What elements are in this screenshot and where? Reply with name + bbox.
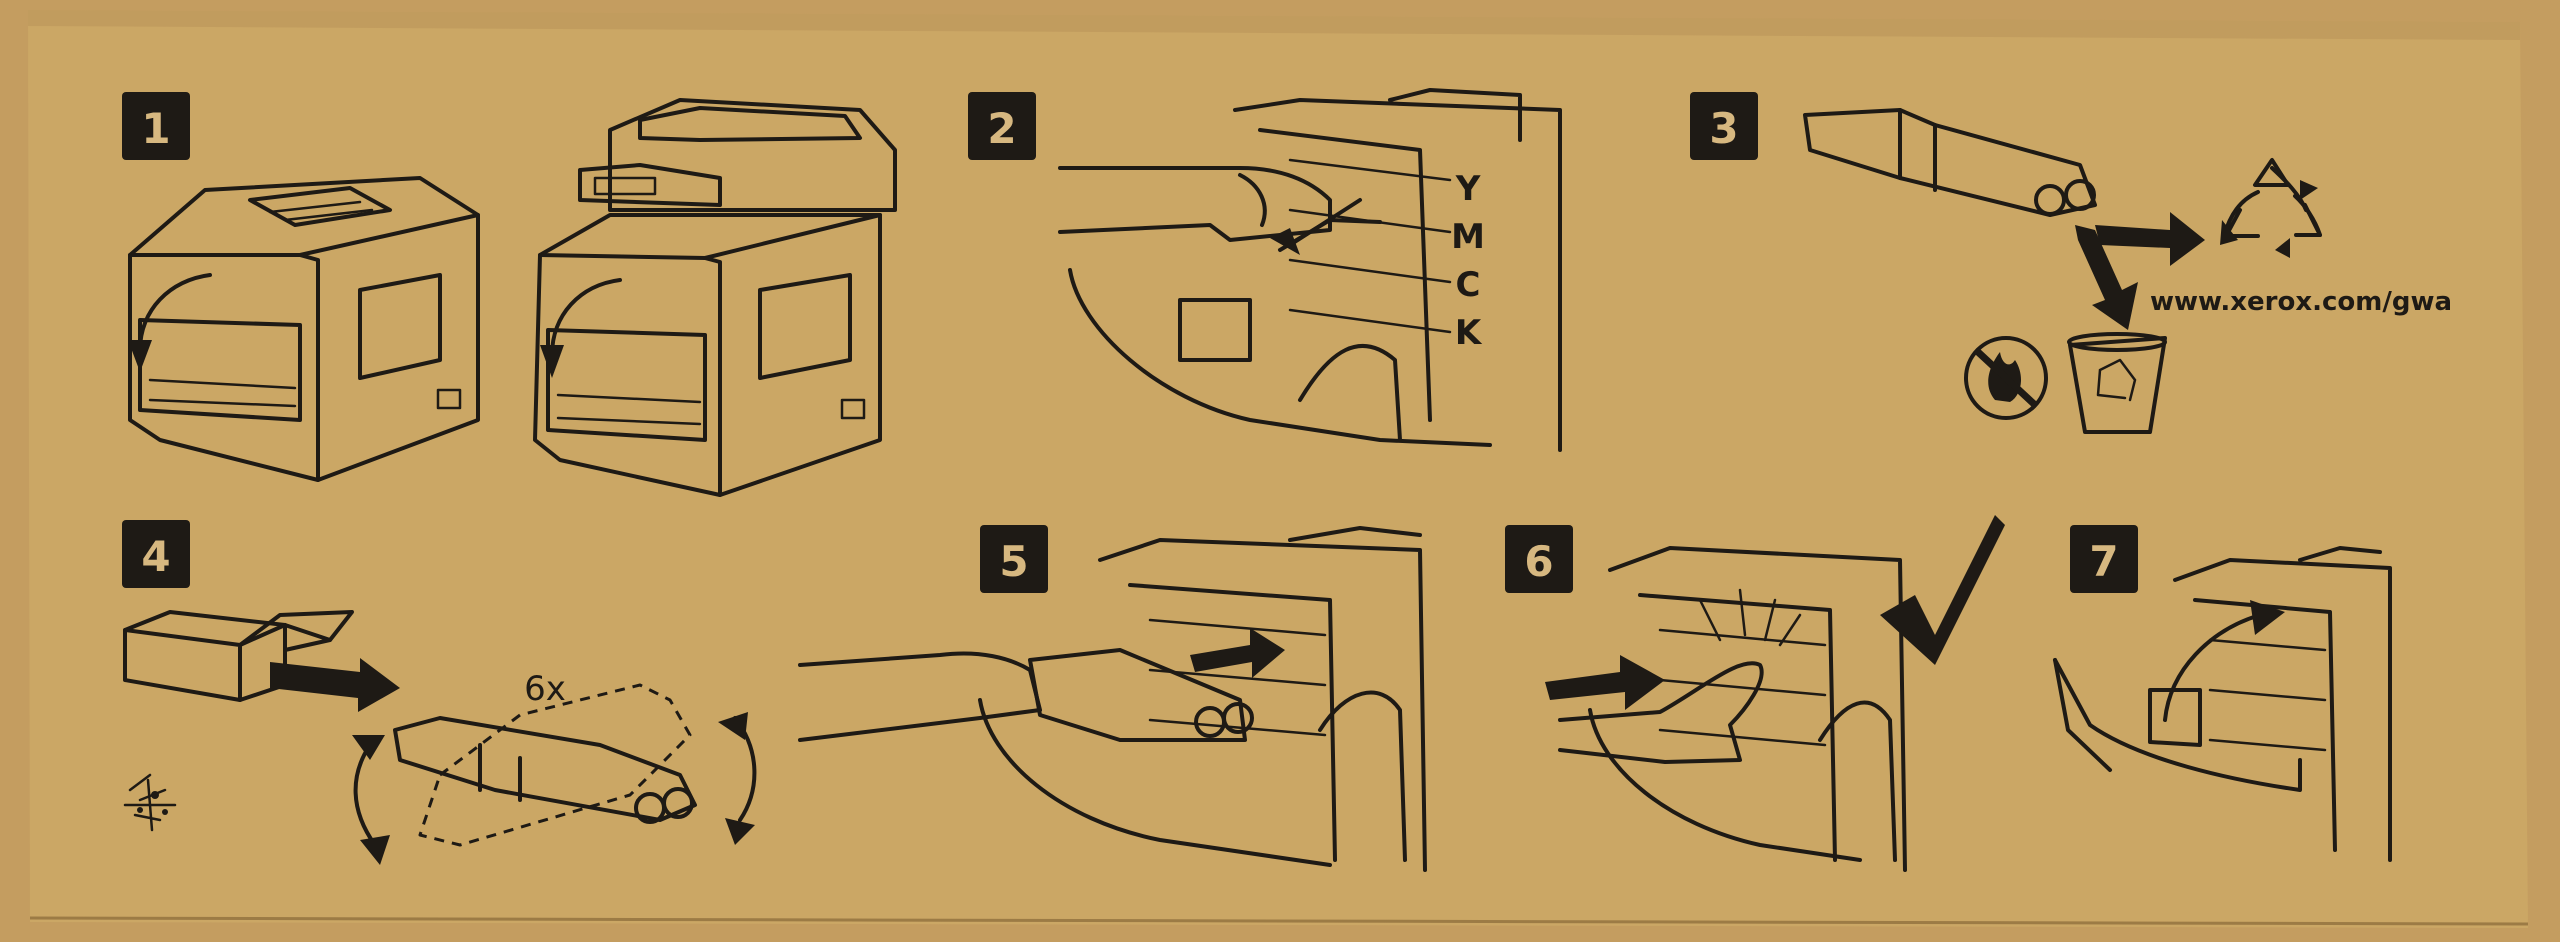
step-6-badge: 6 — [1505, 525, 1573, 593]
step-7-number: 7 — [2089, 537, 2118, 586]
step-1-badge: 1 — [122, 92, 190, 160]
step-4-number: 4 — [141, 532, 170, 581]
step-2-number: 2 — [987, 104, 1016, 153]
step-2-badge: 2 — [968, 92, 1036, 160]
color-label-y: Y — [1455, 169, 1481, 209]
step-7-badge: 7 — [2070, 525, 2138, 593]
step-6-number: 6 — [1524, 537, 1553, 586]
step-1-number: 1 — [141, 104, 170, 153]
box-face — [28, 10, 2528, 928]
color-label-c: C — [1456, 265, 1481, 305]
step-4-badge: 4 — [122, 520, 190, 588]
step-3-badge: 3 — [1690, 92, 1758, 160]
step-5-number: 5 — [999, 537, 1028, 586]
shake-count-label: 6x — [524, 669, 566, 709]
color-label-m: M — [1451, 217, 1485, 257]
step-3-number: 3 — [1709, 104, 1738, 153]
step-5-badge: 5 — [980, 525, 1048, 593]
recycle-url: www.xerox.com/gwa — [2150, 287, 2452, 317]
color-label-k: K — [1455, 313, 1483, 353]
